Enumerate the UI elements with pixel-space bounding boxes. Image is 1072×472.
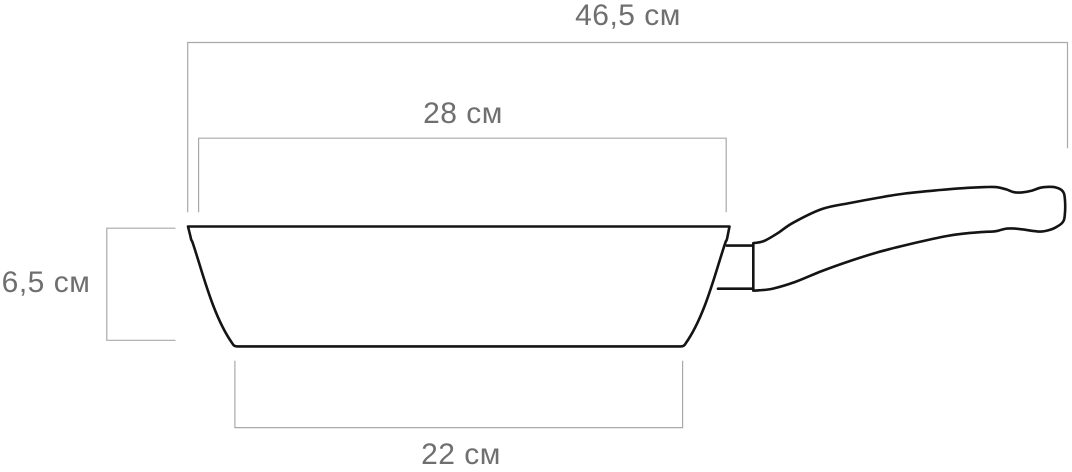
dimension-lines — [106, 41, 1069, 429]
pan-drawing — [186, 185, 1067, 348]
label-height: 6,5 см — [1, 266, 91, 299]
label-bottom-diameter: 22 см — [421, 438, 501, 471]
pan-body-outline — [186, 225, 731, 348]
label-total-length: 46,5 см — [575, 0, 681, 32]
label-top-diameter: 28 см — [423, 97, 503, 130]
dim-line-height — [106, 227, 176, 341]
dim-line-total-length — [187, 41, 1069, 213]
dim-line-bottom-diameter — [234, 360, 684, 429]
pan-handle-outline — [752, 185, 1067, 292]
dim-line-top-diameter — [198, 137, 727, 213]
